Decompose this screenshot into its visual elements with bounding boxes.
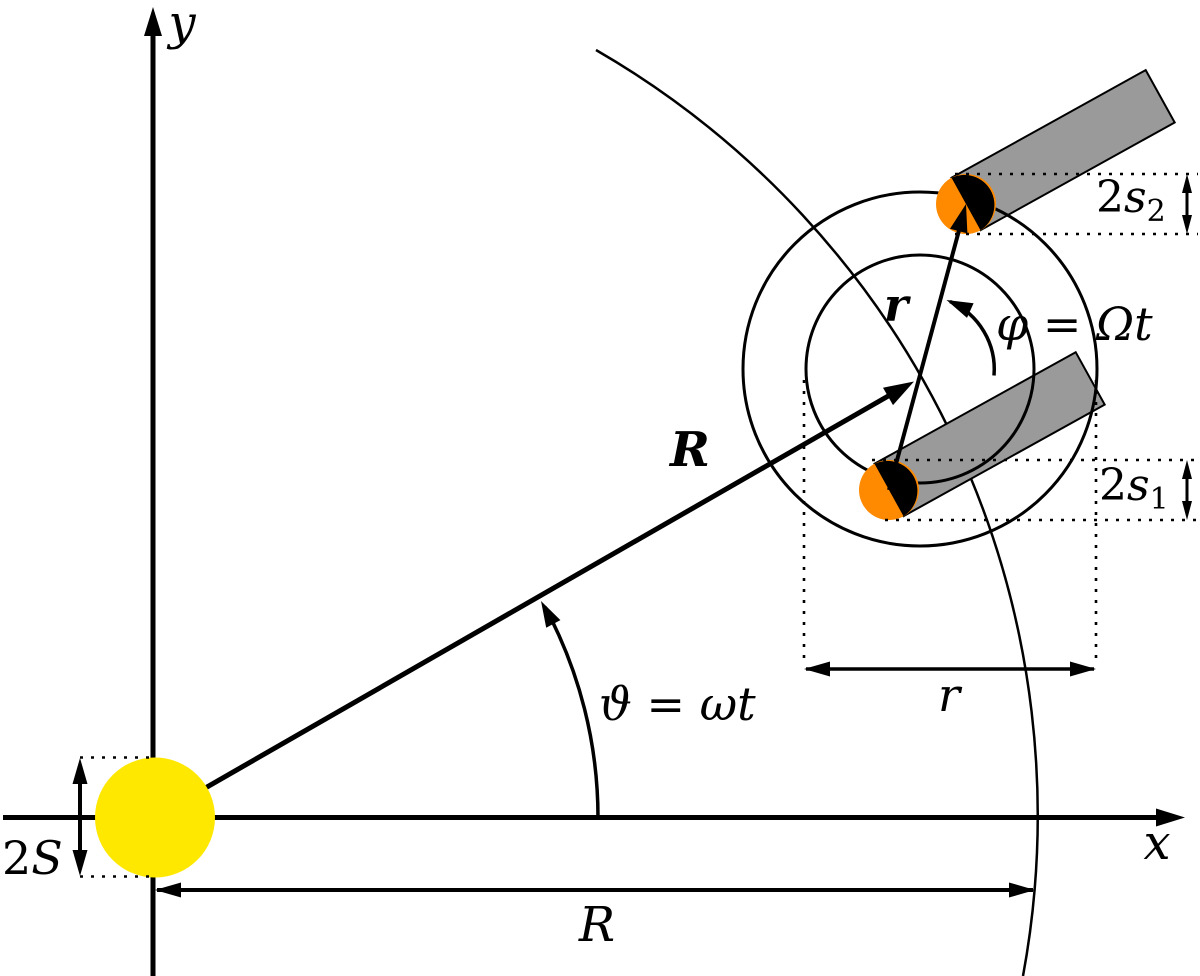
phi-arc-arrowhead-icon xyxy=(946,300,974,318)
outer-trajectory-circle xyxy=(741,190,1099,548)
R-dimension-label: R xyxy=(578,897,615,953)
mass-2-diameter-bottom-arrowhead-icon xyxy=(1182,215,1192,234)
sun-diameter-symbol: S xyxy=(31,831,63,885)
sun-diameter-bottom-arrowhead-icon xyxy=(72,850,88,876)
sun-diameter-prefix: 2 xyxy=(2,831,31,885)
theta-arc-line xyxy=(543,606,600,818)
mass-1-diameter-label: 2s1 xyxy=(1099,460,1169,517)
r-dimension-left-arrowhead-icon xyxy=(804,661,830,677)
mass-1-diameter-top-arrowhead-icon xyxy=(1182,460,1192,479)
mass-2-diameter-symbol: s xyxy=(1124,172,1147,223)
R-vector-label: R xyxy=(668,422,710,478)
inner-trajectory-circle xyxy=(804,253,1036,485)
r-dimension-right-arrowhead-icon xyxy=(1070,661,1096,677)
sun xyxy=(95,757,215,878)
r-dimension-arrow xyxy=(804,661,1096,677)
mass-2-diameter-subscript: 2 xyxy=(1147,194,1166,229)
x-axis-label: x xyxy=(1143,815,1170,871)
R-vector-arrowhead-icon xyxy=(883,381,914,406)
R-dimension-arrow xyxy=(155,882,1035,898)
R-vector-line xyxy=(151,388,899,821)
r-vector xyxy=(887,204,968,491)
mass-1-diameter-symbol: s xyxy=(1127,460,1150,511)
sun-diameter-arrow xyxy=(72,758,88,876)
R-dimension-left-arrowhead-icon xyxy=(155,882,181,898)
r-vector-label: r xyxy=(884,278,912,332)
y-axis-arrowhead-icon xyxy=(144,7,162,36)
theta-equation-label: ϑ = ωt xyxy=(599,677,756,731)
sun-diameter-label: 2S xyxy=(2,831,63,885)
x-axis-arrowhead-icon xyxy=(1156,808,1185,827)
theta-arc xyxy=(541,601,600,818)
sun-diameter-top-arrowhead-icon xyxy=(72,758,88,784)
phi-arc-line xyxy=(949,299,997,376)
mass-1-half-disk xyxy=(874,460,918,517)
y-axis-label: y xyxy=(166,0,196,51)
mass-1-diameter-subscript: 1 xyxy=(1150,482,1169,517)
mass-2-diameter-label: 2s2 xyxy=(1096,172,1166,229)
mass-2-diameter-prefix: 2 xyxy=(1096,172,1124,223)
phi-arc xyxy=(946,299,997,376)
R-dimension-right-arrowhead-icon xyxy=(1009,882,1035,898)
mass-2-diameter-arrow xyxy=(1182,174,1192,234)
r-vector-line xyxy=(887,222,963,491)
mass-1-diameter-prefix: 2 xyxy=(1099,460,1127,511)
mass-1-diameter-bottom-arrowhead-icon xyxy=(1182,501,1192,520)
mass-1-diameter-arrow xyxy=(1182,460,1192,520)
mass-2-diameter-top-arrowhead-icon xyxy=(1182,174,1192,193)
dotted-guides xyxy=(80,172,1198,878)
r-dimension-label: r xyxy=(938,668,963,722)
r-vector-arrowhead-icon xyxy=(950,204,968,234)
theta-arc-arrowhead-icon xyxy=(541,601,561,628)
phi-equation-label: φ = Ωt xyxy=(996,297,1153,351)
mass-2-half-disk xyxy=(951,174,995,231)
R-vector xyxy=(151,381,914,821)
